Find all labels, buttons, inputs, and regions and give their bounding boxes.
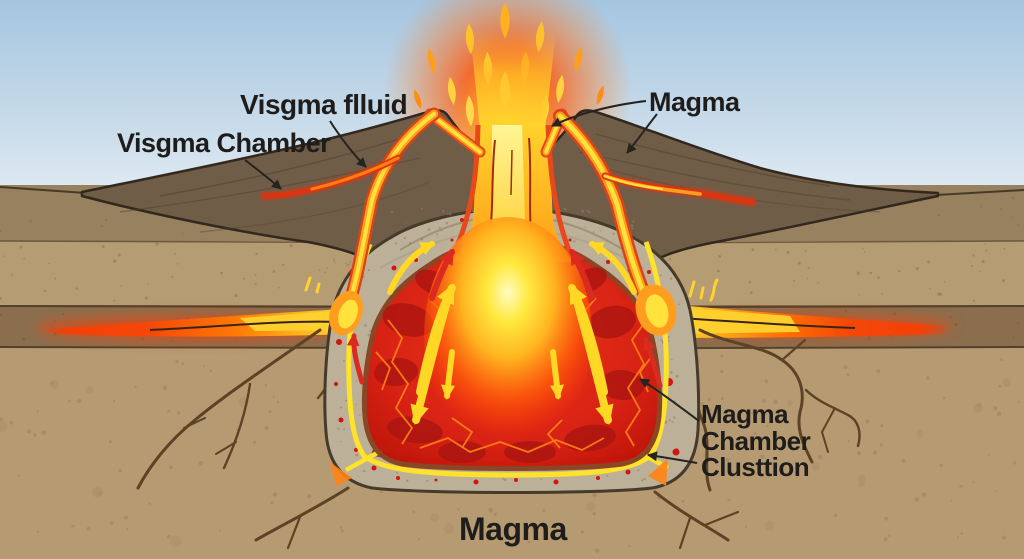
leader-magma-chamber — [639, 378, 700, 422]
arrow-shell-top-right — [588, 241, 637, 295]
crack — [222, 382, 252, 470]
labels: Visgma flluid Visgma Chamber Magma Magma… — [117, 87, 811, 547]
arrow-down-inner-right — [550, 349, 565, 400]
crack — [698, 328, 814, 464]
speckle-texture — [390, 207, 474, 247]
flamelets — [304, 276, 719, 302]
surface-line-left — [0, 186, 87, 194]
lava-sill-left — [35, 309, 352, 341]
arrow-down-right — [572, 294, 614, 426]
lava-sill-right — [664, 304, 955, 338]
label-magma-bottom: Magma — [459, 511, 567, 547]
leader-magma-a — [551, 100, 647, 127]
crack — [703, 510, 740, 527]
surface-line-right — [935, 189, 1024, 196]
label-magma-chamber-line1: Magma — [701, 399, 789, 429]
label-magma-chamber-line2: Chamber — [701, 426, 811, 456]
corner-lava — [648, 458, 668, 486]
crack — [136, 328, 322, 490]
crack — [804, 388, 861, 448]
lava-pathways — [260, 107, 756, 327]
convection-arrows — [346, 241, 663, 426]
crack — [780, 338, 807, 362]
leader-magma-b — [626, 113, 658, 154]
crack — [820, 407, 836, 453]
crack — [215, 441, 237, 455]
leader-visgma-fluid — [329, 120, 367, 168]
leader-clusttion — [647, 451, 698, 464]
label-magma-top: Magma — [649, 87, 741, 117]
sill-lava-core — [240, 310, 350, 331]
arrow-shell-top-left — [387, 241, 436, 295]
label-visgma-fluid: Visgma flluid — [240, 89, 407, 120]
crack — [183, 417, 206, 429]
crack — [653, 490, 730, 542]
arrow-down-inner-left — [440, 349, 455, 400]
crack — [678, 516, 692, 550]
crack — [254, 486, 350, 542]
sill-crack-line — [149, 320, 341, 331]
ring-dike — [346, 241, 669, 478]
magma-dark-blotches — [374, 267, 644, 463]
eruption-column — [470, 30, 556, 130]
label-clusttion: Clusttion — [701, 452, 809, 482]
red-arrow-top-right — [569, 248, 595, 301]
corner-lava — [330, 462, 352, 486]
leader-lines — [244, 100, 700, 464]
sill-lava-core — [664, 306, 800, 334]
red-arrow-mid-left — [346, 332, 365, 385]
sill-junctions — [304, 276, 719, 336]
leader-visgma-chamber — [244, 159, 282, 190]
sill-crack-line — [679, 317, 856, 329]
arrow-down-left — [410, 294, 452, 426]
red-arrow-mid-right — [643, 336, 663, 389]
crack — [286, 515, 302, 550]
label-visgma-chamber: Visgma Chamber — [117, 128, 331, 158]
chamber-glow — [424, 217, 592, 453]
red-arrow-top-left — [429, 248, 455, 301]
